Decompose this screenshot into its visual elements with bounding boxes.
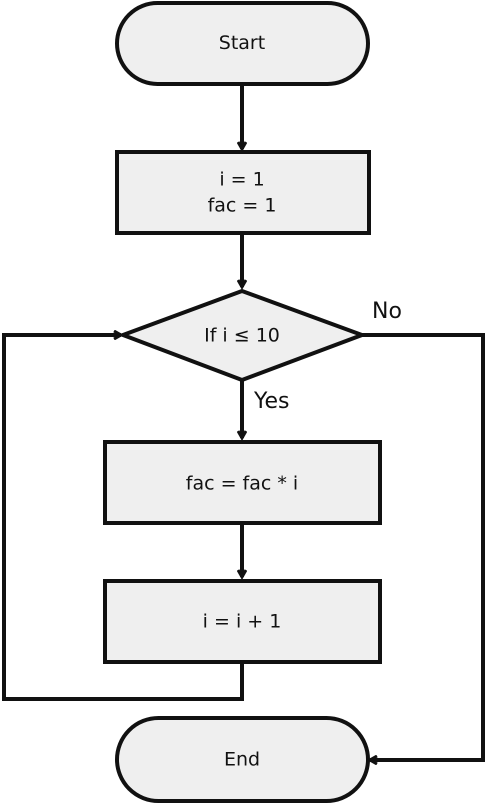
increment-process-node: i = i + 1 — [103, 579, 382, 664]
end-label: End — [224, 749, 260, 771]
initialize-i-label: i = 1 — [219, 169, 264, 191]
multiply-process-shape — [103, 440, 382, 525]
loop-back-arrow — [2, 335, 244, 701]
condition-diamond-shape — [117, 288, 368, 383]
increment-process-shape — [103, 579, 382, 664]
condition-decision-node: If i ≤ 10 — [117, 288, 368, 383]
no-edge-label: No — [372, 299, 402, 324]
multiply-label: fac = fac * i — [186, 473, 298, 495]
start-label: Start — [219, 32, 265, 54]
condition-label: If i ≤ 10 — [204, 325, 280, 347]
increment-label: i = i + 1 — [203, 611, 282, 633]
end-terminator-shape — [115, 716, 370, 803]
initialize-process-node: i = 1 fac = 1 — [115, 150, 371, 235]
initialize-process-shape — [115, 150, 371, 235]
initialize-fac-label: fac = 1 — [208, 195, 277, 217]
yes-edge-label: Yes — [253, 389, 290, 414]
arrow-condition-no-to-end — [362, 333, 485, 760]
multiply-process-node: fac = fac * i — [103, 440, 382, 525]
end-node: End — [115, 716, 370, 803]
start-terminator-shape — [115, 1, 370, 86]
start-node: Start — [115, 1, 370, 86]
